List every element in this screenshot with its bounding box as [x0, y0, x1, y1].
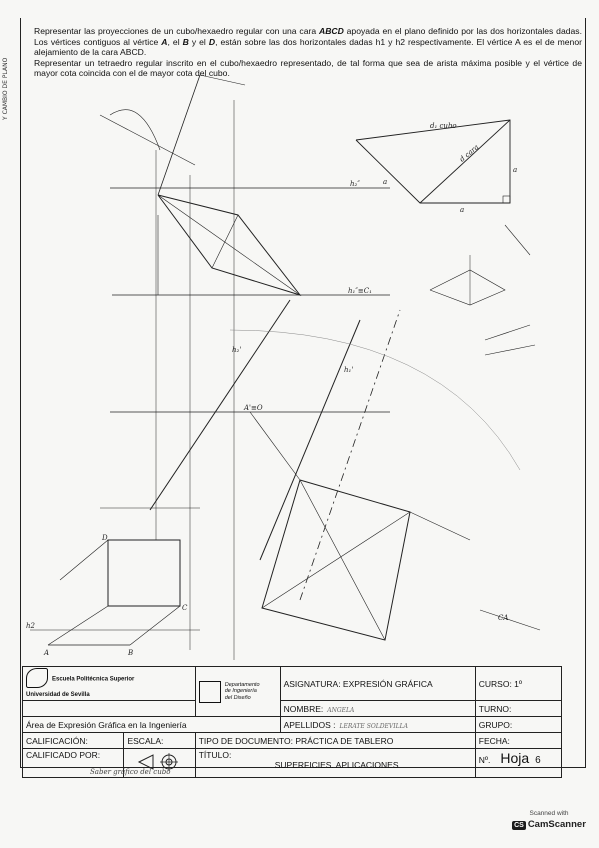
statement-paragraph-1: Representar las proyecciones de un cubo/…	[34, 26, 582, 58]
h2-plan-line	[149, 299, 291, 511]
label-h2-mid: h₂'	[232, 346, 241, 354]
label-h1-top: h₁″≡C₁	[348, 287, 372, 295]
apellidos-cell: APELLIDOS :LERATE SOLDEVILLA	[279, 716, 476, 733]
label-h2-top: h₂″	[350, 180, 360, 188]
university-logo-icon	[26, 668, 48, 688]
curso-cell: CURSO: 1º	[474, 666, 563, 701]
construction-line-2	[199, 74, 246, 86]
label-a-1: a	[383, 178, 387, 186]
first-angle-projection-icon	[137, 753, 178, 771]
cube-plan-edge-2	[47, 605, 109, 646]
plan-diagonal-1	[299, 479, 386, 641]
projection-symbol-cell	[123, 748, 196, 778]
right-angle-mark	[502, 195, 511, 204]
calificado-por-cell: CALIFICADO POR:	[21, 748, 125, 778]
label-vertex-c: C	[182, 604, 188, 612]
label-vertex-a: A	[43, 649, 49, 657]
sketch-line-2	[484, 324, 531, 341]
construction-line-1	[157, 74, 201, 196]
label-a-2: a	[460, 206, 464, 214]
face-diagonal	[157, 194, 301, 296]
sketch-line-4	[479, 609, 541, 631]
camscanner-logo-icon: CS	[512, 821, 526, 830]
handwritten-footer-note: Saber gráfico del cubo	[90, 768, 171, 776]
label-vertex-b: B	[127, 649, 133, 657]
label-d1-cubo: d₁ cubo	[430, 122, 457, 130]
label-d-cara: d cara	[458, 143, 480, 163]
sketch-line-3	[484, 344, 536, 356]
cube-plan-edge-3	[129, 605, 181, 646]
label-vertex-d: D	[101, 534, 108, 542]
label-ca: CA	[498, 614, 508, 622]
exercise-statement: Representar las proyecciones de un cubo/…	[34, 26, 582, 79]
nombre-cell: NOMBRE:ANGELA	[279, 700, 476, 717]
construction-line-3	[99, 114, 196, 166]
sketch-line-1	[504, 224, 531, 256]
arc-construction	[109, 109, 161, 151]
label-a-3: a	[513, 166, 517, 174]
plan-extension	[409, 511, 471, 541]
statement-paragraph-2: Representar un tetraedro regular inscrit…	[34, 57, 582, 79]
label-a-prime: A'≡O	[243, 404, 263, 412]
grupo-cell: GRUPO:	[474, 716, 563, 733]
calificacion-cell: CALIFICACIÓN:	[21, 732, 125, 749]
cube-plan-edge-1	[59, 539, 109, 581]
axis-line	[299, 309, 401, 601]
large-arc	[229, 329, 521, 471]
asignatura-cell: ASIGNATURA: EXPRESIÓN GRÁFICA	[279, 666, 476, 701]
plan-diagonal-2	[261, 511, 411, 609]
label-h1-mid: h₁'	[344, 366, 353, 374]
face-diagonal-2	[211, 214, 239, 269]
label-h2-low: h2	[26, 622, 36, 630]
sketch-rhombus	[429, 269, 506, 306]
school-sub-cell	[22, 700, 196, 717]
area-cell: Área de Expresión Gráfica en la Ingenier…	[22, 716, 281, 733]
escala-cell: ESCALA:	[123, 732, 196, 749]
true-size-diagonal	[419, 119, 511, 204]
h1-plan-line	[259, 319, 361, 561]
turno-cell: TURNO:	[474, 700, 563, 717]
cube-plan-square	[107, 539, 181, 607]
department-logo-icon	[198, 680, 221, 703]
titulo-cell: TÍTULO: SUPERFICIES. APLICACIONES	[194, 748, 476, 778]
fecha-cell: FECHA:	[474, 732, 563, 749]
tipo-documento-cell: TIPO DE DOCUMENTO: PRÁCTICA DE TABLERO	[194, 732, 476, 749]
plan-edge-link	[249, 411, 301, 481]
